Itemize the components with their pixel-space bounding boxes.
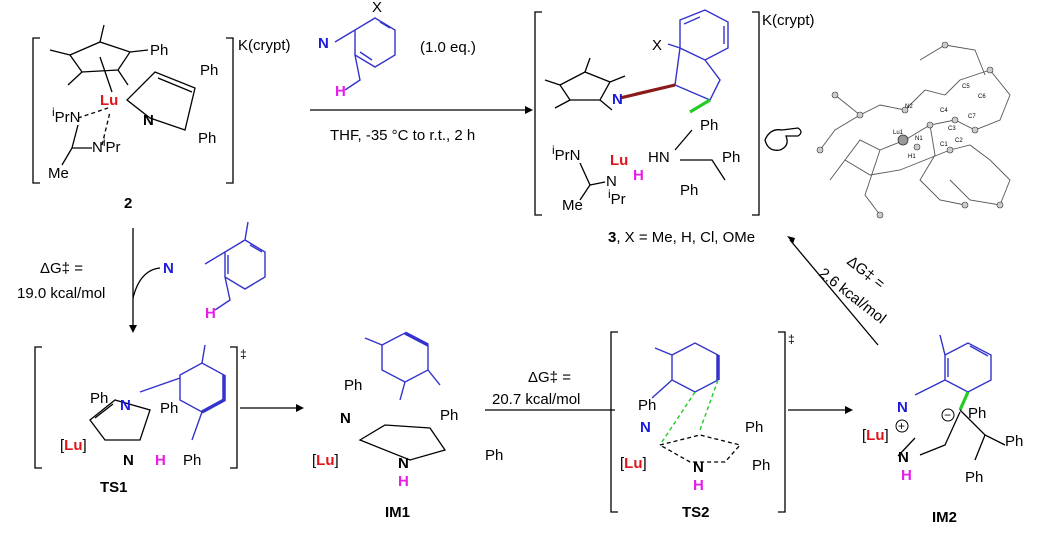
svg-text:‡: ‡ xyxy=(788,332,795,346)
svg-text:Ph: Ph xyxy=(90,390,108,407)
svg-text:Ph: Ph xyxy=(745,419,763,436)
svg-text:N: N xyxy=(612,91,623,108)
svg-text:N: N xyxy=(120,397,131,414)
svg-text:H: H xyxy=(205,305,216,322)
reaction-conditions: THF, -35 °C to r.t., 2 h xyxy=(330,127,475,144)
svg-text:19.0 kcal/mol: 19.0 kcal/mol xyxy=(17,285,105,302)
svg-text:Ph: Ph xyxy=(752,457,770,474)
cation-label: K(crypt) xyxy=(238,37,291,54)
svg-text:N: N xyxy=(693,459,704,476)
svg-text:20.7 kcal/mol: 20.7 kcal/mol xyxy=(492,391,580,408)
im1-label: IM1 xyxy=(385,504,410,521)
svg-text:C4: C4 xyxy=(940,108,948,114)
svg-text:ΔG‡ =: ΔG‡ = xyxy=(528,369,571,386)
svg-text:Me: Me xyxy=(48,165,69,182)
svg-text:X: X xyxy=(652,37,662,54)
svg-text:C3: C3 xyxy=(948,126,956,132)
svg-text:Ph: Ph xyxy=(965,469,983,486)
svg-text:H: H xyxy=(633,167,644,184)
svg-text:H: H xyxy=(398,473,409,490)
compound-2: K(crypt) Lu Ph Ph N Ph iPrN NiPr Me 2 xyxy=(32,24,291,212)
svg-text:Ph: Ph xyxy=(638,397,656,414)
svg-text:Ph: Ph xyxy=(200,62,218,79)
svg-text:N: N xyxy=(897,399,908,416)
svg-text:Ph: Ph xyxy=(1005,433,1023,450)
svg-text:Ph: Ph xyxy=(183,452,201,469)
svg-text:−: − xyxy=(944,408,951,422)
svg-text:iPrN: iPrN xyxy=(552,143,581,164)
svg-text:[Lu]: [Lu] xyxy=(60,437,87,454)
svg-text:C1: C1 xyxy=(940,142,948,148)
svg-text:‡: ‡ xyxy=(240,347,247,361)
svg-text:K(crypt): K(crypt) xyxy=(762,12,815,29)
svg-text:Ph: Ph xyxy=(485,447,503,464)
svg-text:Ph: Ph xyxy=(968,405,986,422)
svg-text:H: H xyxy=(901,467,912,484)
svg-text:3, X = Me, H, Cl, OMe: 3, X = Me, H, Cl, OMe xyxy=(608,229,755,246)
svg-text:[Lu]: [Lu] xyxy=(862,427,889,444)
arrow-im2-3 xyxy=(789,239,879,346)
svg-text:H1: H1 xyxy=(908,154,916,160)
svg-text:C6: C6 xyxy=(978,94,986,100)
svg-text:X: X xyxy=(372,0,382,16)
crystal-structure: N2 C5 C6 C4 C7 C3 C2 C1 Lu1 N1 H1 xyxy=(816,41,1011,219)
svg-text:C5: C5 xyxy=(962,84,970,90)
svg-text:[Lu]: [Lu] xyxy=(312,452,339,469)
compound-2-label: 2 xyxy=(124,195,132,212)
ts2-label: TS2 xyxy=(682,504,710,521)
svg-text:Ph: Ph xyxy=(700,117,718,134)
svg-text:N: N xyxy=(340,410,351,427)
svg-text:ΔG‡ =: ΔG‡ = xyxy=(40,260,83,277)
svg-text:iPrN: iPrN xyxy=(52,105,81,126)
svg-text:H: H xyxy=(155,452,166,469)
svg-text:Me: Me xyxy=(562,197,583,214)
svg-text:NiPr: NiPr xyxy=(92,135,121,156)
lu-atom: Lu xyxy=(100,92,118,109)
svg-text:+: + xyxy=(898,419,905,433)
svg-text:Ph: Ph xyxy=(722,149,740,166)
svg-text:Ph: Ph xyxy=(344,377,362,394)
svg-text:[Lu]: [Lu] xyxy=(620,455,647,472)
im1: Ph N Ph Ph [Lu] N H IM1 xyxy=(312,331,503,521)
svg-text:N: N xyxy=(398,455,409,472)
svg-text:N: N xyxy=(898,449,909,466)
svg-text:Ph: Ph xyxy=(160,400,178,417)
ts1: ‡ Ph N Ph [Lu] N H Ph TS1 xyxy=(34,344,247,496)
svg-text:N1: N1 xyxy=(915,136,923,142)
svg-text:N: N xyxy=(318,35,329,52)
svg-text:N: N xyxy=(640,419,651,436)
svg-text:N: N xyxy=(606,173,617,190)
svg-text:C7: C7 xyxy=(968,114,976,120)
svg-text:Ph: Ph xyxy=(680,182,698,199)
svg-text:N2: N2 xyxy=(905,104,913,110)
svg-text:N: N xyxy=(123,452,134,469)
pointing-hand-icon xyxy=(764,127,802,151)
reagent-nitrile: X N H (1.0 eq.) xyxy=(318,0,476,100)
svg-text:N: N xyxy=(163,260,174,277)
svg-text:Lu1: Lu1 xyxy=(893,130,904,136)
svg-text:Ph: Ph xyxy=(150,42,168,59)
svg-text:(1.0 eq.): (1.0 eq.) xyxy=(420,39,476,56)
im2-label: IM2 xyxy=(932,509,957,526)
svg-text:H: H xyxy=(335,83,346,100)
svg-text:Lu: Lu xyxy=(610,152,628,169)
svg-text:H: H xyxy=(693,477,704,494)
svg-text:Ph: Ph xyxy=(440,407,458,424)
ts1-label: TS1 xyxy=(100,479,128,496)
n-atom: N xyxy=(143,112,154,129)
svg-text:iPr: iPr xyxy=(608,187,626,208)
ts2: ‡ Ph N Ph Ph [Lu] N H TS2 xyxy=(610,331,795,521)
reagent-nitrile-small: N H xyxy=(163,221,266,322)
cp-star-ring xyxy=(69,41,132,73)
svg-text:HN: HN xyxy=(648,149,670,166)
compound-3: K(crypt) X N Ph Lu H HN Ph Ph iPrN N iPr… xyxy=(534,9,815,246)
svg-text:C2: C2 xyxy=(955,138,963,144)
im2: N Ph − [Lu] + Ph Ph N H IM2 xyxy=(862,334,1023,526)
svg-text:Ph: Ph xyxy=(198,130,216,147)
